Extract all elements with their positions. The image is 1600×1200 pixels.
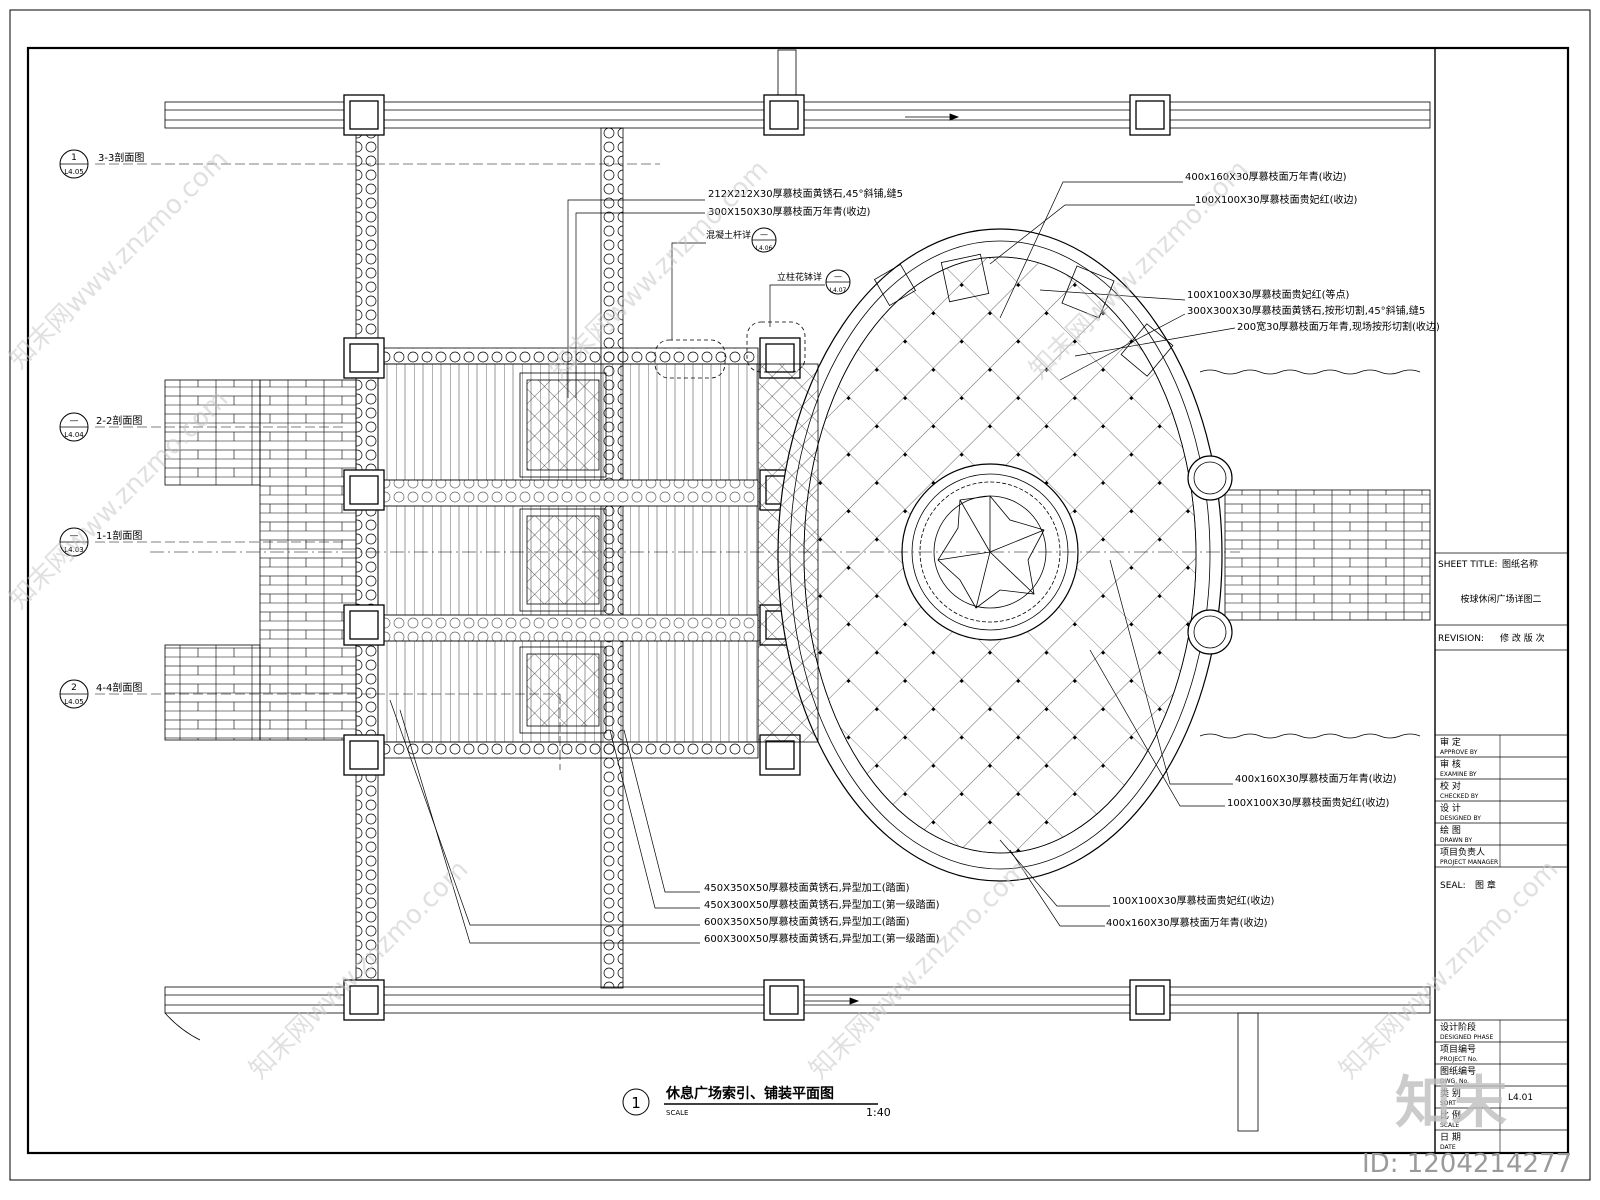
section-marker-num: — xyxy=(70,416,79,426)
outer-frame xyxy=(9,9,1591,1181)
sheet-title-value: 桉球休闲广场详图二 xyxy=(1460,593,1541,605)
info-en: SCALE xyxy=(1440,1122,1459,1129)
signoff-cn: 绘 图 xyxy=(1440,824,1461,836)
drawing-title-block: 1 休息广场索引、铺装平面图 SCALE 1:40 xyxy=(622,1085,891,1119)
info-en: PROJECT No. xyxy=(1440,1056,1478,1063)
annotation-text: 600X300X50厚慕枝面黄锈石,异型加工(第一级踏面) xyxy=(704,932,940,945)
title-block xyxy=(1434,48,1568,1153)
watermark-text: 知末网www.znzmo.com xyxy=(4,144,235,375)
signoff-en: CHECKED BY xyxy=(1440,793,1479,800)
material-annotations: 212X212X30厚慕枝面黄锈石,45°斜铺,缝5 300X150X30厚慕枝… xyxy=(704,170,1440,945)
drawing-number: 1 xyxy=(631,1094,641,1112)
detail-ref: L4.07 xyxy=(830,287,847,294)
annotation-text: 100X100X30厚慕枝面贵妃红(收边) xyxy=(1195,193,1358,206)
annotation-text: 400x160X30厚慕枝面万年青(收边) xyxy=(1185,170,1347,183)
signoff-en: EXAMINE BY xyxy=(1440,771,1477,778)
section-marker-1-1: — L4.03 1-1剖面图 xyxy=(59,527,142,557)
drawing-scale: 1:40 xyxy=(866,1106,891,1119)
section-marker-label: 2-2剖面图 xyxy=(96,414,142,427)
section-marker-3-3: 1 L4.05 3-3剖面图 xyxy=(59,149,144,179)
section-marker-num: 1 xyxy=(71,153,77,163)
annotation-text: 450X350X50厚慕枝面黄锈石,异型加工(踏面) xyxy=(704,881,910,894)
annotation-text: 100X100X30厚慕枝面贵妃红(等点) xyxy=(1187,288,1350,301)
section-marker-2-2: — L4.04 2-2剖面图 xyxy=(59,412,142,442)
signoff-cn: 设 计 xyxy=(1440,802,1461,814)
signoff-en: PROJECT MANAGER xyxy=(1440,859,1498,866)
annotation-text: 100X100X30厚慕枝面贵妃红(收边) xyxy=(1112,894,1275,907)
section-marker-4-4: 2 L4.05 4-4剖面图 xyxy=(59,679,142,709)
info-cn: 设计阶段 xyxy=(1440,1021,1476,1033)
section-marker-label: 3-3剖面图 xyxy=(98,151,144,164)
annotation-text: 212X212X30厚慕枝面黄锈石,45°斜铺,缝5 xyxy=(708,187,903,200)
annotation-text: 100X100X30厚慕枝面贵妃红(收边) xyxy=(1227,796,1390,809)
title-block-text: SHEET TITLE: 图纸名称 桉球休闲广场详图二 REVISION: 修 … xyxy=(1438,558,1545,1151)
info-cn: 图纸编号 xyxy=(1440,1065,1476,1077)
annotation-text: 300X300X30厚慕枝面黄锈石,按形切割,45°斜铺,缝5 xyxy=(1187,304,1425,317)
annotation-text: 450X300X50厚慕枝面黄锈石,异型加工(第一级踏面) xyxy=(704,898,940,911)
detail-num: — xyxy=(834,272,842,281)
detail-ref: L4.06 xyxy=(756,245,773,252)
seal-cn: 图 章 xyxy=(1475,879,1496,891)
section-marker-ref: L4.05 xyxy=(64,168,84,176)
signoff-cn: 项目负责人 xyxy=(1440,846,1485,858)
annotation-text: 600X350X50厚慕枝面黄锈石,异型加工(踏面) xyxy=(704,915,910,928)
info-en: SORT xyxy=(1440,1100,1456,1107)
section-marker-ref: L4.03 xyxy=(64,546,84,554)
annotation-text: 200宽30厚慕枝面万年青,现场按形切割(收边) xyxy=(1237,320,1440,333)
signoff-cn: 审 定 xyxy=(1440,736,1461,748)
section-marker-num: 2 xyxy=(71,683,77,693)
sheet-title-label: SHEET TITLE: xyxy=(1438,560,1498,570)
seal-label: SEAL: xyxy=(1440,881,1466,891)
info-en: DATE xyxy=(1440,1144,1456,1151)
annotation-text: 400x160X30厚慕枝面万年青(收边) xyxy=(1106,916,1268,929)
plan-drawing xyxy=(95,49,1431,1132)
section-marker-ref: L4.05 xyxy=(64,698,84,706)
info-rows: 设计阶段 DESIGNED PHASE 项目编号 PROJECT No. 图纸编… xyxy=(1440,1021,1533,1151)
drawing-title: 休息广场索引、铺装平面图 xyxy=(665,1085,834,1102)
revision-cn: 修 改 版 次 xyxy=(1500,632,1545,644)
watermark-id: ID: 1204214277 xyxy=(1362,1149,1572,1179)
signoff-cn: 校 对 xyxy=(1440,780,1461,792)
section-marker-ref: L4.04 xyxy=(64,431,84,439)
info-cn: 比 例 xyxy=(1440,1109,1461,1121)
detail-markers: 混凝土杆详 — L4.06 立柱花钵详 — L4.07 xyxy=(706,227,851,295)
detail-label: 混凝土杆详 xyxy=(706,229,751,241)
detail-num: — xyxy=(760,230,768,239)
info-cn: 项目编号 xyxy=(1440,1043,1476,1055)
signoff-cn: 审 核 xyxy=(1440,758,1461,770)
watermark-logo: 知末 xyxy=(1395,1071,1507,1136)
annotation-text: 400x160X30厚慕枝面万年青(收边) xyxy=(1235,772,1397,785)
signoff-en: DESIGNED BY xyxy=(1440,815,1481,822)
signoff-rows: 审 定 APPROVE BY 审 核 EXAMINE BY 校 对 CHECKE… xyxy=(1440,736,1498,866)
info-en: DWG. No. xyxy=(1440,1078,1469,1085)
left-colonnade xyxy=(355,127,379,989)
detail-label: 立柱花钵详 xyxy=(777,271,822,283)
right-path xyxy=(1224,489,1431,621)
info-en: DESIGNED PHASE xyxy=(1440,1034,1493,1041)
info-cn: 日 期 xyxy=(1440,1132,1461,1143)
signoff-en: APPROVE BY xyxy=(1440,749,1478,756)
signoff-en: DRAWN BY xyxy=(1440,837,1472,844)
section-marker-label: 1-1剖面图 xyxy=(96,529,142,542)
revision-label: REVISION: xyxy=(1438,634,1484,644)
drawing-scale-label: SCALE xyxy=(666,1109,688,1117)
inner-frame xyxy=(26,46,1570,1155)
info-cn: 类 别 xyxy=(1440,1087,1461,1099)
section-marker-num: — xyxy=(70,531,79,541)
info-value: L4.01 xyxy=(1508,1093,1533,1103)
annotation-text: 300X150X30厚慕枝面万年青(收边) xyxy=(708,205,871,218)
sheet-title-cn: 图纸名称 xyxy=(1502,558,1538,570)
section-marker-label: 4-4剖面图 xyxy=(96,681,142,694)
section-markers: 1 L4.05 3-3剖面图 — L4.04 2-2剖面图 — L4.03 1-… xyxy=(59,149,144,709)
